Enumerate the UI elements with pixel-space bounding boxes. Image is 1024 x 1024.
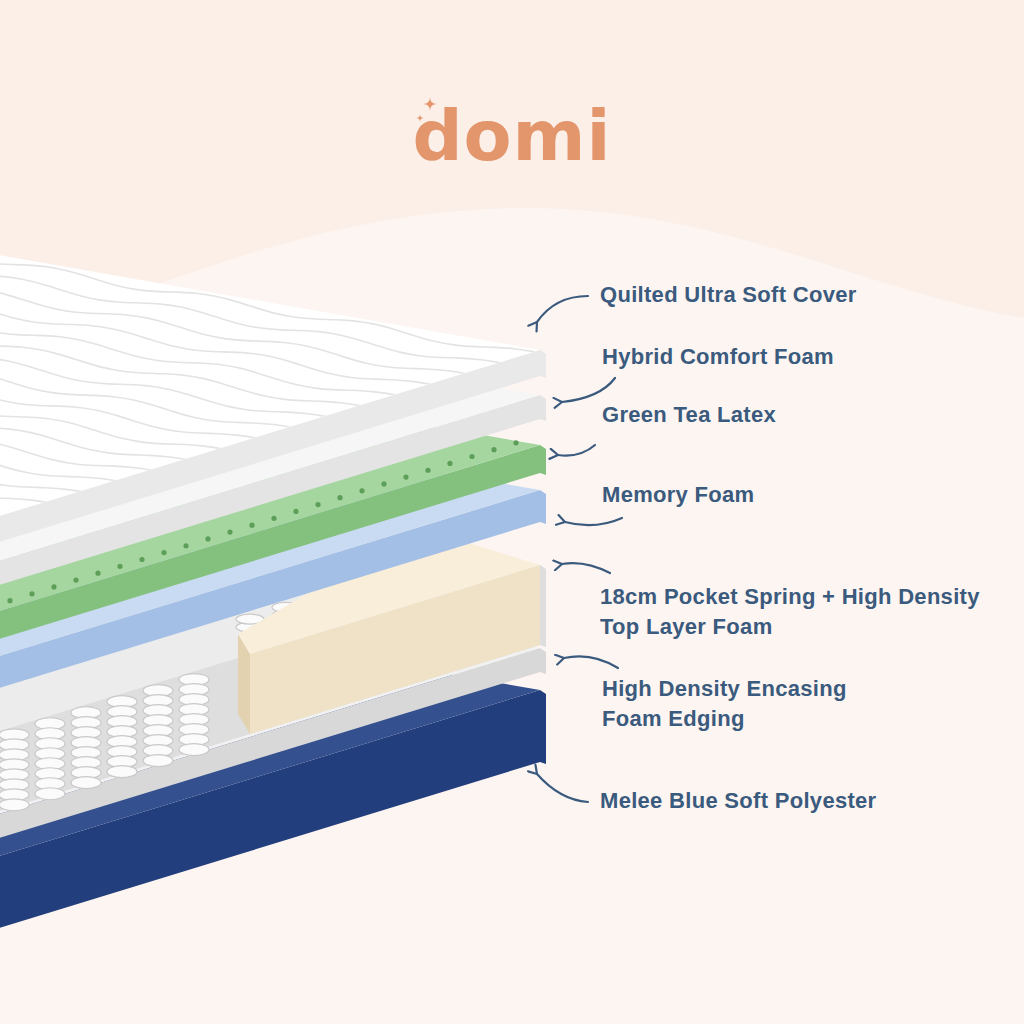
latex-hole — [73, 577, 78, 582]
leader-arrow — [558, 445, 595, 456]
spring-coil — [107, 766, 137, 778]
layer-label: Hybrid Comfort Foam — [602, 342, 1012, 372]
layer-edge — [540, 490, 546, 524]
latex-hole — [51, 584, 56, 589]
layer-label: High Density Encasing Foam Edging — [602, 674, 902, 734]
leader-arrow — [564, 656, 618, 668]
latex-hole — [161, 550, 166, 555]
layer-edge — [540, 350, 546, 378]
latex-hole — [29, 591, 34, 596]
leader-arrow — [537, 296, 588, 322]
latex-hole — [469, 454, 474, 459]
layer-label: Quilted Ultra Soft Cover — [600, 280, 1010, 310]
quilt-line — [0, 380, 121, 481]
brand-logo: domi — [0, 96, 1024, 176]
quilt-line — [0, 337, 259, 438]
layer-edge — [540, 445, 546, 475]
latex-hole — [183, 543, 188, 548]
quilt-line — [0, 272, 466, 373]
quilt-line — [0, 316, 328, 417]
spring-coil — [179, 744, 209, 756]
quilt-line — [0, 326, 294, 427]
quilt-line — [0, 391, 86, 492]
latex-hole — [293, 509, 298, 514]
quilt-line — [0, 294, 397, 395]
latex-hole — [447, 461, 452, 466]
layer-edge — [540, 565, 546, 647]
latex-hole — [249, 523, 254, 528]
quilt-line — [0, 370, 155, 471]
latex-hole — [359, 488, 364, 493]
latex-hole — [381, 481, 386, 486]
quilt-pattern — [0, 240, 570, 503]
quilt-line — [0, 283, 432, 384]
leader-arrow — [562, 378, 615, 402]
latex-hole — [315, 502, 320, 507]
quilt-line — [0, 348, 224, 449]
quilt-line — [0, 305, 363, 406]
latex-hole — [139, 557, 144, 562]
latex-hole — [95, 571, 100, 576]
layer-top — [0, 250, 540, 525]
layer-label: Memory Foam — [602, 480, 1012, 510]
latex-hole — [337, 495, 342, 500]
latex-hole — [205, 536, 210, 541]
layer-edge — [540, 648, 546, 674]
latex-hole — [271, 516, 276, 521]
layer-edge — [540, 395, 546, 421]
spring-coil — [71, 777, 101, 789]
layer-label: Melee Blue Soft Polyester — [600, 786, 1010, 816]
latex-hole — [403, 475, 408, 480]
leader-arrow — [565, 518, 622, 525]
spring-coil — [143, 755, 173, 767]
leader-arrow — [537, 774, 588, 802]
leader-arrow — [562, 563, 610, 573]
latex-hole — [513, 440, 518, 445]
latex-hole — [491, 447, 496, 452]
spring-coil — [35, 788, 65, 800]
quilt-line — [0, 251, 535, 352]
quilt-line — [0, 359, 190, 460]
spring-coil — [0, 799, 29, 811]
latex-hole — [425, 468, 430, 473]
layer-edge — [540, 690, 546, 764]
latex-hole — [117, 564, 122, 569]
latex-hole — [7, 598, 12, 603]
latex-hole — [227, 529, 232, 534]
cover-layer — [0, 240, 570, 551]
layer-label: 18cm Pocket Spring + High Density Top La… — [600, 582, 1012, 642]
quilt-line — [0, 402, 52, 503]
quilt-line — [0, 240, 570, 341]
layer-label: Green Tea Latex — [602, 400, 1012, 430]
